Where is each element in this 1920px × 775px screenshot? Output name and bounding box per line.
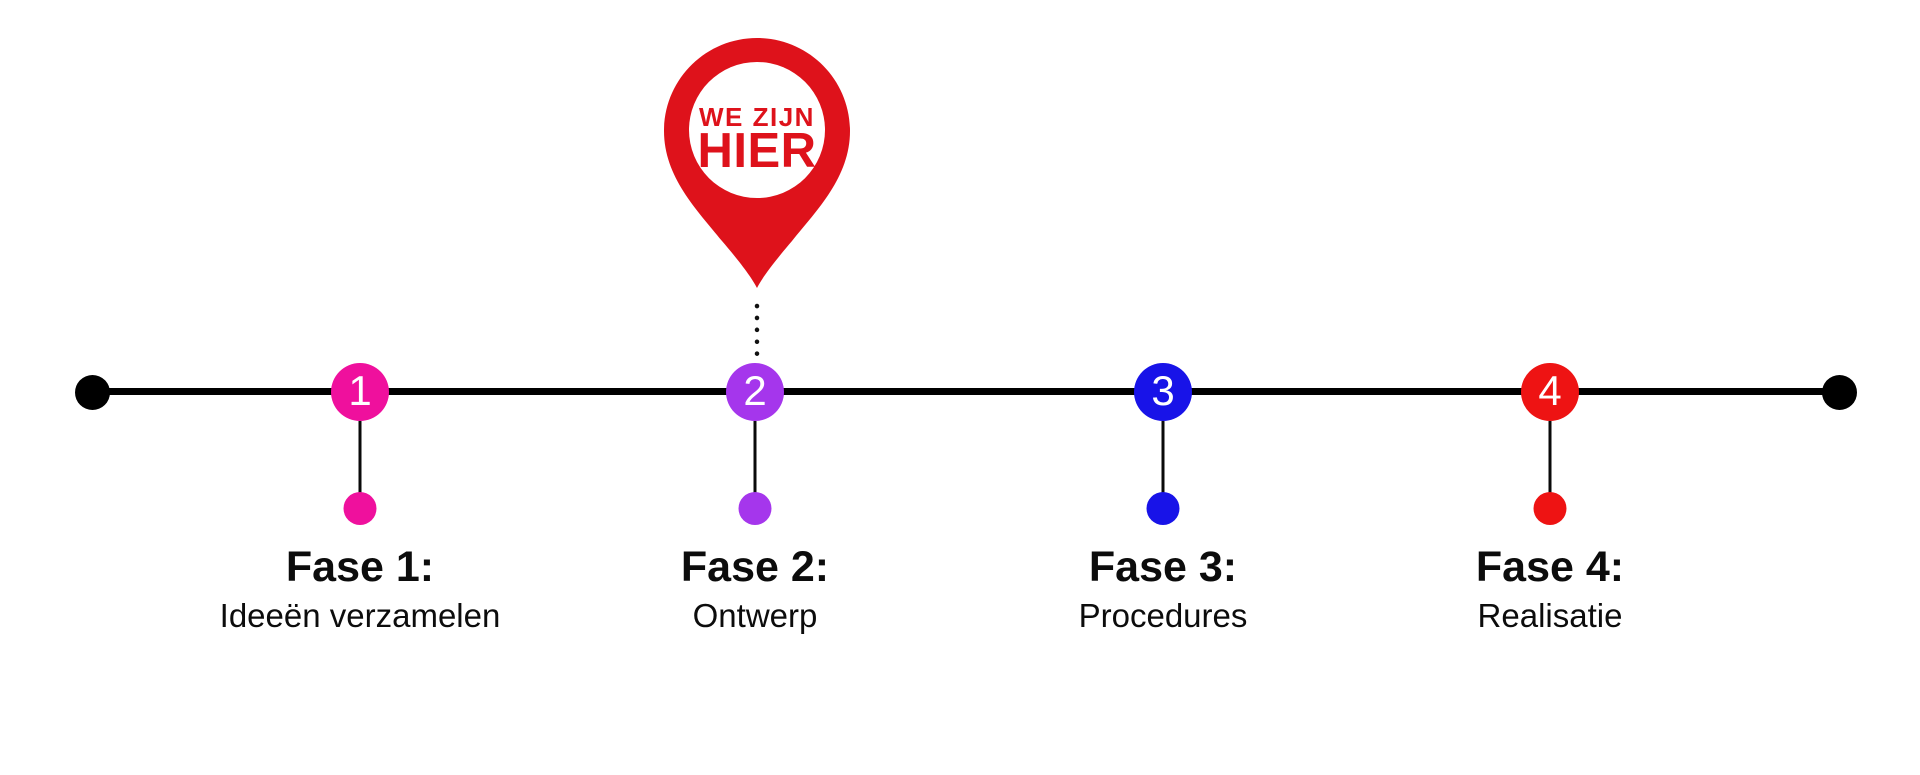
phase-3-number: 3	[1151, 366, 1175, 414]
pin-dotted-connector	[754, 303, 760, 357]
phase-1-label: Fase 1: Ideeën verzamelen	[120, 542, 600, 636]
phase-2-label: Fase 2: Ontwerp	[515, 542, 995, 636]
phase-4-title: Fase 4:	[1475, 543, 1625, 591]
phase-3-title: Fase 3:	[1088, 543, 1238, 591]
phase-3-subtitle: Procedures	[1078, 597, 1248, 634]
location-pin: WE ZIJN HIER	[664, 38, 850, 288]
phase-4-dot	[1533, 492, 1567, 525]
pin-text-group: WE ZIJN HIER	[697, 102, 816, 178]
phase-3-connector-line	[1161, 421, 1165, 497]
phase-4-label: Fase 4: Realisatie	[1310, 542, 1790, 636]
timeline-endpoint-dot-right	[1822, 375, 1857, 410]
phase-1-number: 1	[348, 366, 372, 414]
phase-4-connector-line	[1548, 421, 1552, 497]
phase-3-dot	[1146, 492, 1180, 525]
phase-1-title: Fase 1:	[285, 543, 435, 591]
pin-text-we-zijn: WE ZIJN	[699, 102, 815, 132]
phase-3-circle: 3	[1134, 363, 1192, 421]
phase-1-dot	[343, 492, 377, 525]
timeline-endpoint-dot-left	[75, 375, 110, 410]
phase-4-circle: 4	[1521, 363, 1579, 421]
phase-1-circle: 1	[331, 363, 389, 421]
phase-2-title: Fase 2:	[680, 543, 830, 591]
phase-2-connector-line	[753, 421, 757, 497]
phase-1-connector-line	[358, 421, 362, 497]
phase-3-label: Fase 3: Procedures	[923, 542, 1403, 636]
pin-inner-circle	[689, 62, 825, 198]
pin-text-hier: HIER	[697, 124, 816, 178]
timeline-line	[93, 388, 1840, 395]
phase-2-subtitle: Ontwerp	[692, 597, 818, 634]
phase-4-number: 4	[1538, 366, 1562, 414]
phase-1-subtitle: Ideeën verzamelen	[219, 597, 501, 634]
phase-2-circle: 2	[726, 363, 784, 421]
phase-2-dot	[738, 492, 772, 525]
phase-2-number: 2	[743, 366, 767, 414]
phase-4-subtitle: Realisatie	[1477, 597, 1623, 634]
